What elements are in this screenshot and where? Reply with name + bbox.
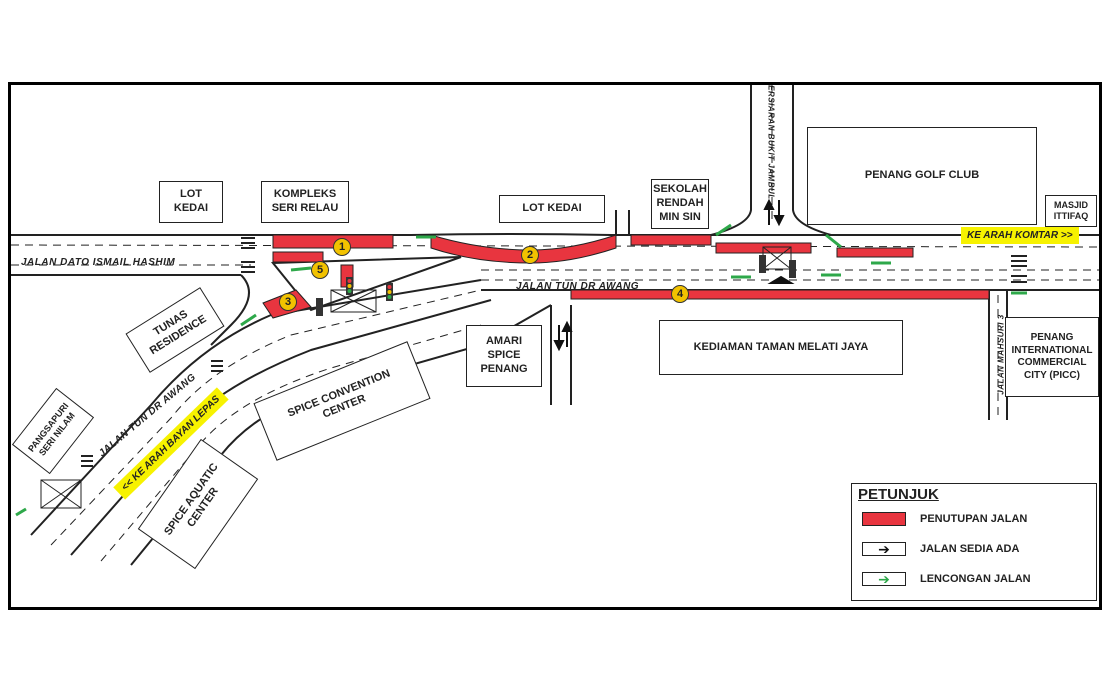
marker-5: 5 <box>311 261 329 279</box>
legend-label: LENCONGAN JALAN <box>920 573 1031 585</box>
direction-ke-arah-komtar: KE ARAH KOMTAR >> <box>961 227 1079 244</box>
legend-title: PETUNJUK <box>858 486 939 503</box>
marker-3: 3 <box>279 293 297 311</box>
amari-spice-penang: AMARI SPICE PENANG <box>466 325 542 387</box>
masjid-ittifaq: MASJID ITTIFAQ <box>1045 195 1097 227</box>
road-closure-map: LOT KEDAI KOMPLEKS SERI RELAU LOT KEDAI … <box>8 82 1102 610</box>
kediaman-taman-melati-jaya: KEDIAMAN TAMAN MELATI JAYA <box>659 320 903 375</box>
legend-item-existing: ➔ JALAN SEDIA ADA <box>862 541 1020 557</box>
marker-4: 4 <box>671 285 689 303</box>
marker-1: 1 <box>333 238 351 256</box>
lot-kedai-1: LOT KEDAI <box>159 181 223 223</box>
kompleks-seri-relau: KOMPLEKS SERI RELAU <box>261 181 349 223</box>
road-jalan-dato-ismail-hashim: JALAN DATO ISMAIL HASHIM <box>21 257 176 268</box>
picc: PENANG INTERNATIONAL COMMERCIAL CITY (PI… <box>1005 317 1099 397</box>
penang-golf-club: PENANG GOLF CLUB <box>807 127 1037 225</box>
road-persiaran-bukit-jambul: PERSIARAN BUKIT JAMBUL <box>766 82 776 200</box>
legend: PETUNJUK PENUTUPAN JALAN ➔ JALAN SEDIA A… <box>851 483 1097 601</box>
marker-2: 2 <box>521 246 539 264</box>
green-arrow-icon: ➔ <box>862 571 906 587</box>
legend-label: JALAN SEDIA ADA <box>920 543 1020 555</box>
road-jalan-tun-dr-awang: JALAN TUN DR AWANG <box>516 281 640 292</box>
sekolah-rendah-min-sin: SEKOLAH RENDAH MIN SIN <box>651 179 709 229</box>
lot-kedai-2: LOT KEDAI <box>499 195 605 223</box>
road-jalan-mahsuri-3: JALAN MAHSURI 3 <box>996 314 1006 395</box>
black-arrow-icon: ➔ <box>862 541 906 557</box>
legend-item-diversion: ➔ LENCONGAN JALAN <box>862 571 1031 587</box>
legend-item-closure: PENUTUPAN JALAN <box>862 512 1027 526</box>
closure-swatch <box>862 512 906 526</box>
legend-label: PENUTUPAN JALAN <box>920 513 1028 525</box>
